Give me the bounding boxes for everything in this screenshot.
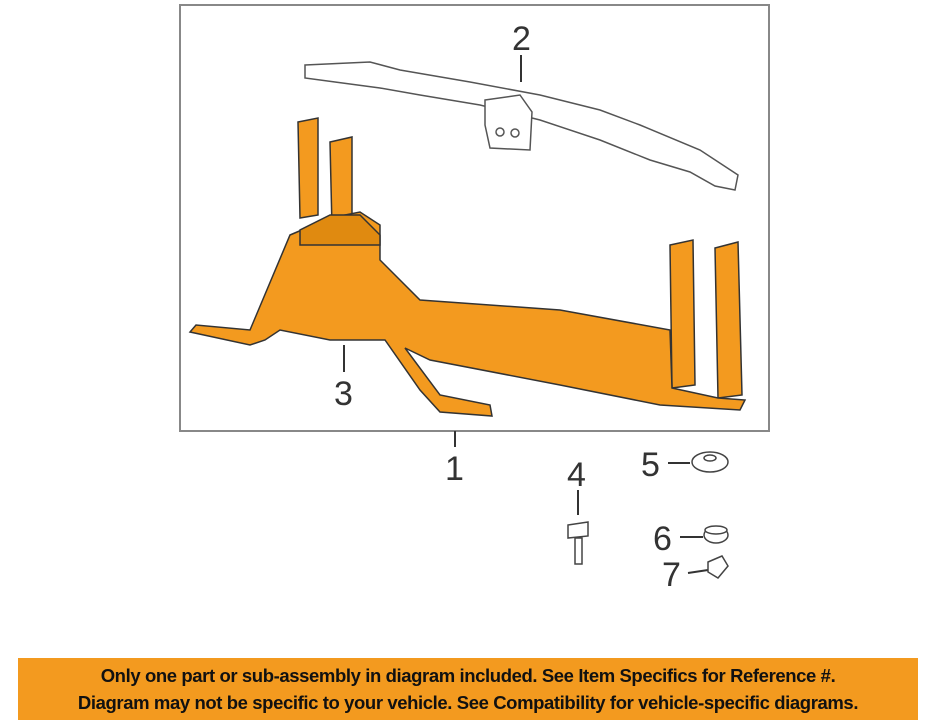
part-6-bushing <box>703 525 729 544</box>
callout-1: 1 <box>445 450 464 488</box>
callout-4: 4 <box>567 456 586 494</box>
callout-3: 3 <box>334 375 353 413</box>
part-4-bolt <box>567 521 589 565</box>
disclaimer-line-2: Diagram may not be specific to your vehi… <box>77 692 859 713</box>
part-1-lower-tie-bar <box>188 117 747 417</box>
disclaimer-line-1: Only one part or sub-assembly in diagram… <box>100 665 836 686</box>
part-2-upper-tie-bar <box>304 61 739 191</box>
parts-diagram: 2 3 1 4 5 6 7 <box>179 4 770 594</box>
callout-5: 5 <box>641 446 660 484</box>
disclaimer-banner: Only one part or sub-assembly in diagram… <box>18 658 918 720</box>
callout-2: 2 <box>512 20 531 58</box>
assembly-frame <box>179 4 770 432</box>
callout-6: 6 <box>653 520 672 558</box>
callout-7: 7 <box>662 556 681 594</box>
leader-line-7 <box>687 569 709 574</box>
part-5-grommet <box>691 451 729 473</box>
part-7-clip <box>707 555 729 579</box>
